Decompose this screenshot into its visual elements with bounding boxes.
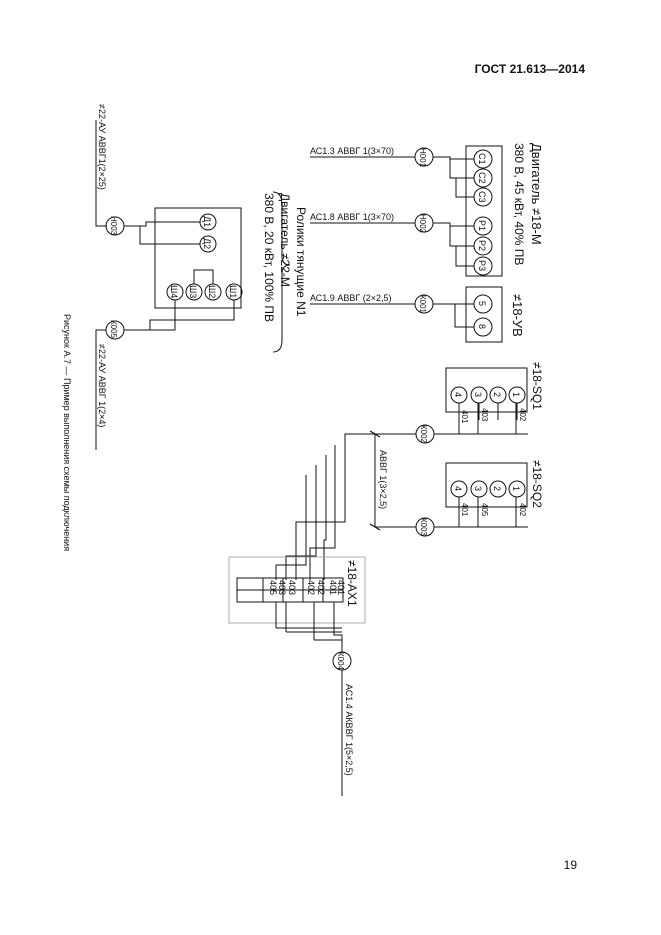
- motor-22m-group: Ролики тянущие N1: [294, 207, 308, 317]
- svg-text:С3: С3: [477, 191, 487, 203]
- svg-text:405: 405: [268, 580, 278, 595]
- svg-text:С1: С1: [477, 153, 487, 165]
- svg-text:К004: К004: [336, 652, 345, 671]
- terminal-p3: Р3: [473, 256, 493, 276]
- svg-text:2: 2: [492, 486, 502, 491]
- motor-18m-specs: 380 В, 45 кВт, 40% ПВ: [512, 143, 526, 265]
- svg-text:8: 8: [477, 324, 487, 329]
- ax1-title: ≠18-АХ1: [345, 560, 359, 607]
- terminal-sh3: Ш3: [185, 283, 203, 301]
- svg-text:Р2: Р2: [477, 240, 487, 251]
- terminal-c1: С1: [473, 149, 493, 169]
- bus-cable-spec: АВВГ 1(3×2,5): [378, 450, 388, 509]
- terminal-sh2: Ш2: [204, 283, 222, 301]
- svg-text:Р3: Р3: [477, 260, 487, 271]
- svg-text:403: 403: [277, 580, 287, 595]
- terminal-p1: Р1: [473, 216, 493, 236]
- terminal-c2: С2: [473, 168, 493, 188]
- svg-text:К003: К003: [419, 518, 428, 537]
- terminal-8: 8: [473, 317, 493, 337]
- svg-text:Р1: Р1: [477, 220, 487, 231]
- svg-text:402: 402: [316, 580, 326, 595]
- svg-text:3: 3: [473, 392, 483, 397]
- svg-text:К001: К001: [418, 295, 427, 314]
- cable-n002: Н002: [414, 213, 434, 234]
- sq1-wire-403: 403: [480, 408, 489, 422]
- cable-k004-spec: АС1.4 АКВВГ 1(5×2,5): [344, 684, 354, 776]
- svg-text:К005: К005: [109, 320, 118, 339]
- svg-text:К002: К002: [419, 425, 428, 444]
- cable-n001-spec: АС1.3 АВВГ 1(3×70): [310, 146, 394, 156]
- terminal-p2: Р2: [473, 236, 493, 256]
- sq1-title: ≠18-SQ1: [530, 362, 544, 410]
- svg-text:Ш4: Ш4: [169, 285, 179, 298]
- cable-k002: К002: [415, 424, 435, 444]
- sq2-title: ≠18-SQ2: [530, 460, 544, 508]
- svg-text:401: 401: [336, 580, 346, 595]
- svg-text:1: 1: [511, 392, 521, 397]
- svg-text:Ш2: Ш2: [207, 285, 217, 298]
- svg-text:403: 403: [287, 580, 297, 595]
- terminal-d1: Д1: [199, 213, 217, 231]
- terminal-c3: С3: [473, 187, 493, 207]
- terminal-5: 5: [473, 294, 493, 314]
- limit-switch-sq2: ≠18-SQ2 4 3 2 1: [445, 460, 544, 508]
- sq1-wire-402: 402: [518, 408, 527, 422]
- page-number: 19: [563, 858, 577, 872]
- motor-22m-title: Двигатель ≠22-М: [278, 193, 292, 287]
- limit-switch-sq1: ≠18-SQ1 4 3 2 1: [445, 362, 544, 413]
- svg-text:Н001: Н001: [418, 148, 427, 168]
- motor-18m-title: Двигатель ≠18-М: [529, 143, 544, 245]
- motor-22m: Ролики тянущие N1 Двигатель ≠22-М 380 В,…: [154, 191, 308, 353]
- cable-n001: Н001: [414, 147, 434, 168]
- svg-text:2: 2: [492, 392, 502, 397]
- svg-text:С2: С2: [477, 172, 487, 184]
- standard-header: ГОСТ 21.613—2014: [474, 62, 585, 76]
- svg-text:Д1: Д1: [202, 216, 212, 227]
- svg-text:Н002: Н002: [418, 214, 427, 234]
- terminal-d2: Д2: [199, 235, 217, 253]
- terminal-block-ax1: ≠18-АХ1 401 402 403 405 401 402 403: [228, 556, 366, 624]
- motor-22m-specs: 380 В, 20 кВт, 100% ПВ: [262, 193, 276, 322]
- brake-18uv-title: ≠18-УВ: [510, 294, 525, 337]
- svg-text:4: 4: [453, 486, 463, 491]
- cable-n003-spec: ≠22-АУ АВВГ1(2×25): [97, 104, 107, 190]
- svg-text:Ш1: Ш1: [228, 285, 238, 298]
- brake-18uv: ≠18-УВ 5 8: [465, 286, 525, 343]
- terminal-sh1: Ш1: [225, 283, 243, 301]
- cable-k001-spec: АС1.9 АВВГ (2×2,5): [310, 293, 391, 303]
- cable-n002-spec: АС1.8 АВВГ 1(3×70): [310, 212, 394, 222]
- cable-n003: Н003: [105, 216, 125, 236]
- cable-k001: К001: [414, 294, 434, 314]
- terminal-sh4: Ш4: [166, 283, 184, 301]
- svg-text:401: 401: [328, 580, 338, 595]
- cable-k003: К003: [415, 517, 435, 537]
- svg-text:Д2: Д2: [202, 238, 212, 249]
- svg-text:5: 5: [477, 301, 487, 306]
- svg-text:3: 3: [473, 486, 483, 491]
- svg-text:Ш3: Ш3: [188, 285, 198, 298]
- figure-caption: Рисунок А.7 — Пример выполнения схемы по…: [62, 314, 72, 551]
- sq2-wire-401: 401: [460, 503, 469, 517]
- cable-k004: К004: [332, 651, 352, 671]
- cable-k005: К005: [105, 320, 125, 340]
- sq2-wire-402: 402: [518, 503, 527, 517]
- sq1-wire-401: 401: [460, 410, 469, 424]
- motor-18m: Двигатель ≠18-М 380 В, 45 кВт, 40% ПВ С1…: [465, 143, 544, 277]
- svg-text:1: 1: [511, 486, 521, 491]
- svg-text:Н003: Н003: [109, 216, 118, 236]
- sq2-wire-405: 405: [480, 503, 489, 517]
- svg-text:4: 4: [453, 392, 463, 397]
- svg-text:402: 402: [306, 580, 316, 595]
- cable-k005-spec: ≠22-АУ АВВГ 1(2×4): [97, 344, 107, 427]
